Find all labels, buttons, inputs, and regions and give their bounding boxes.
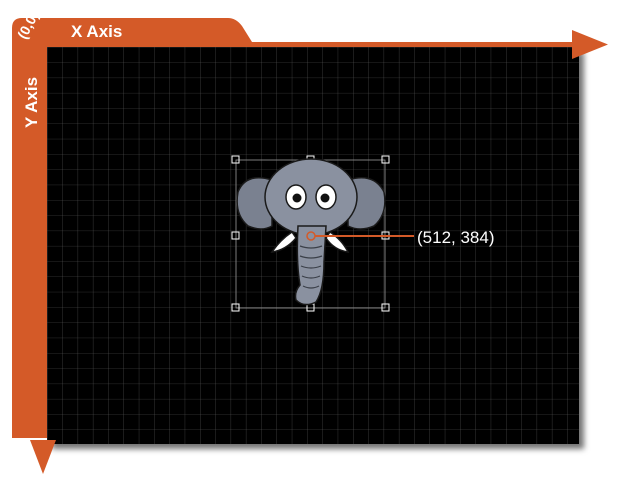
elephant-sprite[interactable] [231,155,414,312]
handle-top-right[interactable] [381,155,390,164]
handle-bottom-right[interactable] [381,303,390,312]
trunk [294,225,327,306]
x-axis-arrow [572,30,608,59]
x-axis-tab [12,18,578,47]
x-axis-label: X Axis [71,22,123,41]
handle-bottom-left[interactable] [231,303,240,312]
trunk-wrinkles [299,245,323,289]
axis-frame [12,18,608,474]
handle-middle-left[interactable] [231,231,240,240]
y-axis-arrow [30,440,56,474]
y-axis-bar-bottom [12,236,47,438]
right-ear [347,177,386,230]
left-ear [236,177,273,230]
right-pupil [320,193,330,203]
y-axis-label: Y Axis [22,76,41,128]
left-pupil [292,193,302,203]
center-coordinate-label: (512, 384) [417,228,495,247]
left-tusk [270,230,297,253]
elephant-head-icon [236,158,386,306]
head [264,158,358,236]
handle-top-left[interactable] [231,155,240,164]
